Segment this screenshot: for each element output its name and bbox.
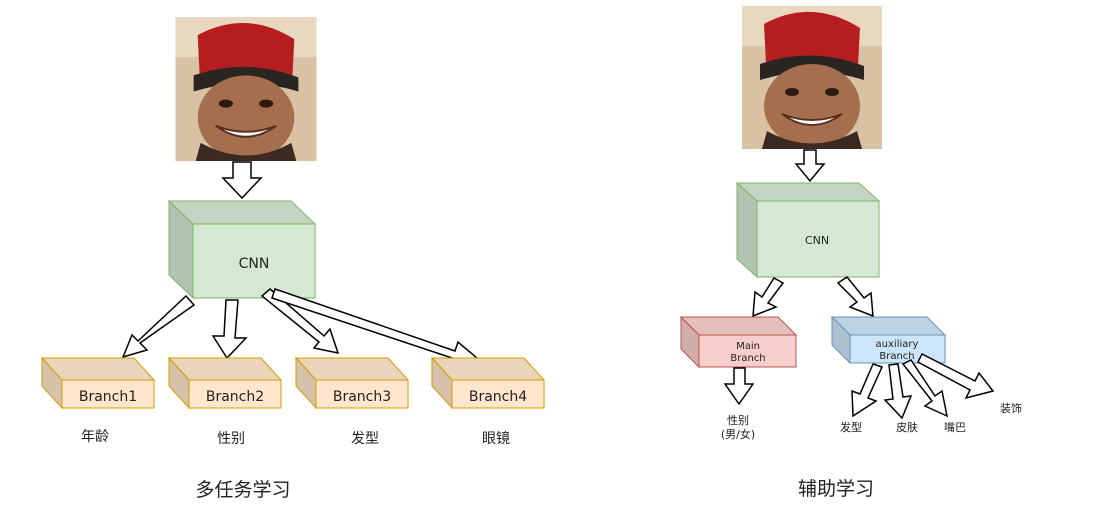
right-face-photo (741, 6, 883, 149)
left-branch1-box (40, 356, 156, 410)
left-cnn-box (167, 199, 317, 300)
right-arrow-decoration (917, 352, 995, 400)
right-caption: 辅助学习 (798, 478, 874, 500)
right-cnn-box (735, 181, 881, 279)
right-aux-branch-box (830, 315, 947, 365)
left-arrow-branch1 (121, 294, 196, 359)
left-cnn-label: CNN (239, 256, 270, 272)
left-branch1-label: Branch1 (79, 389, 137, 405)
right-aux-output-arrows (851, 352, 995, 420)
left-task-hairstyle: 发型 (351, 431, 379, 447)
left-branch4-label: Branch4 (469, 389, 527, 405)
right-aux-output-hairstyle: 发型 (840, 420, 862, 434)
right-arrow-main (752, 277, 785, 318)
left-photo-to-cnn-arrow (221, 161, 263, 200)
right-aux-output-decoration: 装饰 (1000, 401, 1022, 415)
right-main-output-line2: (男/女) (721, 427, 755, 441)
right-main-branch-box (679, 315, 798, 369)
left-branch2-box (167, 356, 283, 410)
right-aux-output-mouth: 嘴巴 (944, 421, 966, 434)
right-auxiliary-diagram: CNN Main Branch 性别 (男/女) auxiliary Branc… (679, 6, 1022, 500)
left-task-glasses: 眼镜 (482, 431, 510, 447)
left-branch3-label: Branch3 (333, 389, 391, 405)
right-main-branch-label-line1: Main (736, 341, 760, 352)
right-arrow-hairstyle (851, 363, 884, 418)
left-branch-arrows (121, 288, 479, 370)
right-aux-branch-label-line2: Branch (879, 351, 914, 362)
left-caption: 多任务学习 (195, 479, 290, 501)
left-multitask-diagram: CNN Branch1 Branch2 Branch3 (40, 17, 546, 501)
left-branch3-box (294, 356, 410, 410)
left-arrow-branch2 (211, 299, 248, 360)
right-main-output-arrow (723, 367, 755, 406)
right-aux-output-skin: 皮肤 (896, 420, 918, 434)
right-cnn-label: CNN (805, 234, 829, 247)
right-arrow-aux (836, 275, 874, 318)
right-main-branch-label-line2: Branch (730, 353, 765, 364)
left-branch2-label: Branch2 (206, 389, 264, 405)
right-main-output-line1: 性别 (727, 413, 749, 427)
right-aux-branch-label-line1: auxiliary (876, 339, 919, 350)
left-face-photo (175, 17, 317, 161)
right-arrow-mouth (901, 359, 949, 418)
right-branch-arrows (752, 275, 874, 318)
left-task-age: 年龄 (81, 429, 109, 445)
right-photo-to-cnn-arrow (794, 149, 826, 183)
right-arrow-skin (883, 363, 913, 420)
left-task-gender: 性别 (217, 431, 245, 447)
left-branch4-box (430, 356, 546, 410)
